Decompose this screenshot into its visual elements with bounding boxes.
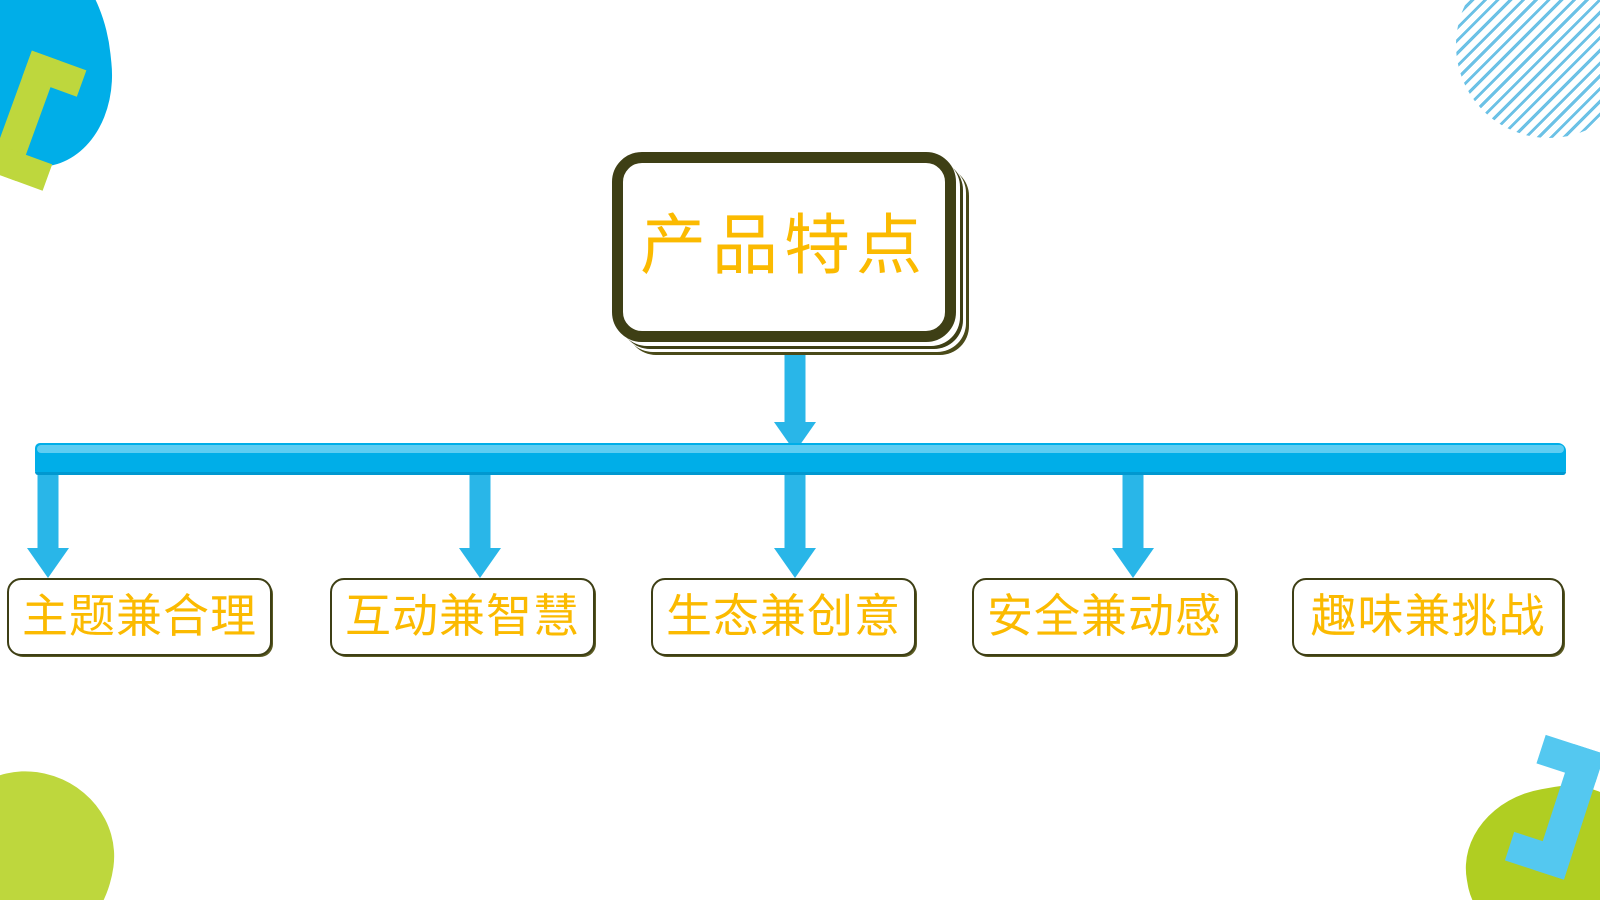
- feature-box-1[interactable]: 主题兼合理: [7, 578, 272, 656]
- arrow-stem: [469, 470, 491, 550]
- bottom-right-bracket-decoration: [1497, 732, 1600, 880]
- arrow-stem: [1122, 470, 1144, 550]
- arrow-head: [774, 548, 816, 578]
- bottom-right-blob-decoration: [1453, 773, 1600, 900]
- arrow-stem: [784, 470, 806, 550]
- feature-label-1: 主题兼合理: [22, 591, 257, 642]
- bracket-top-bar: [22, 50, 87, 97]
- arrow-head: [27, 548, 69, 578]
- feature-label-2: 互动兼智慧: [345, 591, 580, 642]
- horizontal-connector-bar: [35, 443, 1566, 475]
- top-left-blob-decoration: [0, 0, 122, 177]
- branch-arrow-icon-2: [459, 470, 501, 578]
- top-left-bracket-decoration: [0, 50, 94, 194]
- feature-label-5: 趣味兼挑战: [1310, 591, 1546, 642]
- connector-bar-highlight: [37, 445, 1564, 453]
- bracket-vertical-bar: [0, 50, 61, 182]
- feature-label-4: 安全兼动感: [987, 591, 1222, 642]
- connector-bar-shade: [35, 472, 1566, 475]
- arrow-stem: [37, 470, 59, 550]
- branch-arrow-icon-1: [27, 470, 69, 578]
- trunk-arrow-icon: [774, 342, 816, 452]
- bracket-vertical-bar: [1533, 744, 1600, 880]
- root-node-label: 产品特点: [640, 210, 928, 283]
- feature-box-4[interactable]: 安全兼动感: [972, 578, 1237, 656]
- arrow-head: [1112, 548, 1154, 578]
- branch-arrow-icon-3: [774, 470, 816, 578]
- root-node-box[interactable]: 产品特点: [612, 152, 956, 342]
- bracket-bottom-bar: [0, 144, 53, 191]
- top-right-striped-circle-decoration: [1456, 0, 1600, 138]
- feature-box-2[interactable]: 互动兼智慧: [330, 578, 595, 656]
- arrow-stem: [784, 342, 806, 424]
- bracket-bottom-bar: [1504, 831, 1574, 880]
- feature-label-3: 生态兼创意: [666, 591, 901, 642]
- feature-box-3[interactable]: 生态兼创意: [651, 578, 916, 656]
- bracket-top-bar: [1536, 734, 1600, 783]
- bottom-left-blob-decoration: [0, 761, 126, 900]
- branch-arrow-icon-4: [1112, 470, 1154, 578]
- feature-box-5[interactable]: 趣味兼挑战: [1292, 578, 1564, 656]
- arrow-head: [459, 548, 501, 578]
